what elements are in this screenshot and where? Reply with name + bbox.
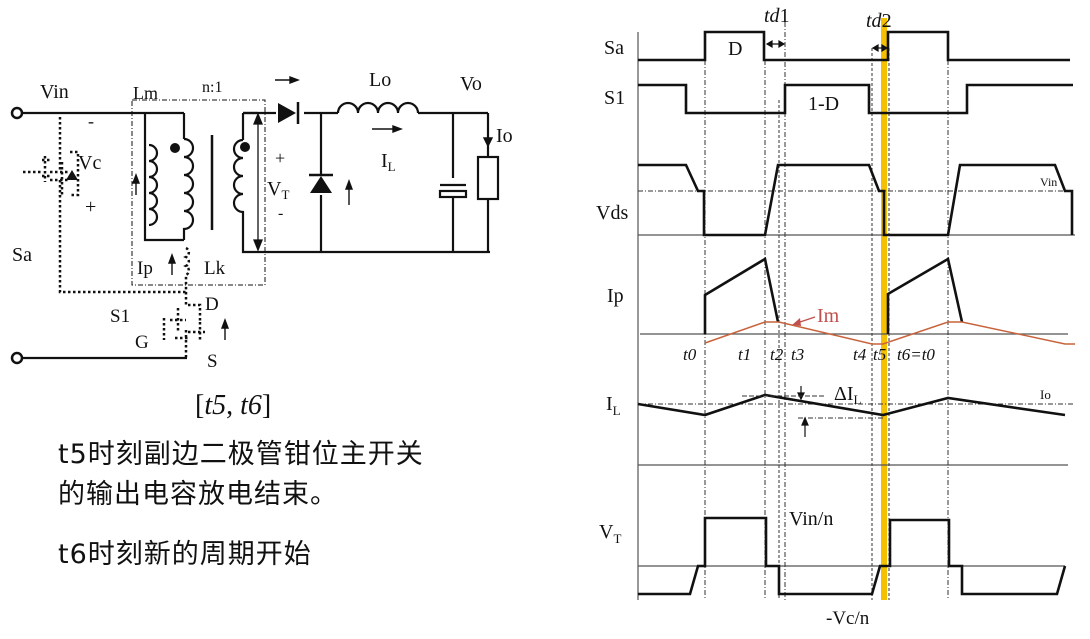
label-vc-plus: + <box>85 196 96 218</box>
time-marker-t0: t0 <box>683 345 697 364</box>
freewheel-diode <box>310 176 332 193</box>
signal-label-ip: Ip <box>607 285 624 307</box>
lm-coil <box>148 143 159 227</box>
lk-leakage-inductor <box>183 246 191 292</box>
label-vt-plus: + <box>275 148 285 168</box>
annotation-delta-il: ΔIL <box>834 383 862 407</box>
time-marker-t4: t4 <box>853 345 867 364</box>
label-source: S <box>207 351 218 372</box>
ip-trace-2 <box>886 256 964 334</box>
transformer-boundary-box <box>131 99 266 286</box>
annotation-duty-d: D <box>728 38 742 60</box>
main-switch-s1 <box>162 292 205 358</box>
aux-switch-sa <box>23 150 80 197</box>
annotation-vin: Vin <box>1040 175 1057 189</box>
vin-negative-terminal <box>10 351 24 365</box>
label-vc-minus: - <box>88 111 94 131</box>
vt-trace <box>638 516 1067 596</box>
label-io: Io <box>496 125 513 147</box>
ip-trace <box>703 256 780 334</box>
label-vt: VT <box>267 178 289 202</box>
vds-trace <box>638 163 1074 237</box>
primary-polarity-dot <box>170 143 180 153</box>
vin-positive-terminal <box>10 106 24 120</box>
time-marker-t6-eq-t0: t6=t0 <box>897 345 935 364</box>
label-il: IL <box>381 150 396 174</box>
label-s1: S1 <box>110 306 130 327</box>
label-lm: Lm <box>133 83 158 103</box>
time-marker-t5: t5 <box>873 345 886 364</box>
flyback-circuit-schematic: Vin Lm n:1 - Vc + Sa Ip Lk S1 G D S + VT… <box>10 69 513 372</box>
label-vin: Vin <box>40 81 69 103</box>
signal-label-il: IL <box>606 393 621 418</box>
t5-highlight-bar <box>881 18 887 600</box>
interval-label: [t5, t6] <box>195 390 272 421</box>
label-lk: Lk <box>204 258 226 279</box>
annotation-io: Io <box>1040 387 1051 402</box>
s1-trace <box>638 83 1073 115</box>
label-drain: D <box>205 294 219 315</box>
label-lo: Lo <box>369 69 391 91</box>
signal-label-s1: S1 <box>604 87 625 109</box>
time-marker-t2: t2 <box>770 345 784 364</box>
annotation-neg-vc-over-n: -Vc/n <box>826 608 870 629</box>
label-sa: Sa <box>12 244 32 266</box>
label-vo: Vo <box>460 73 482 95</box>
signal-label-vds: Vds <box>596 202 628 224</box>
label-ip: Ip <box>137 258 153 279</box>
il-trace <box>637 393 1066 417</box>
time-marker-t3: t3 <box>791 345 804 364</box>
label-vt-minus: - <box>278 205 283 222</box>
output-inductor-lo <box>336 101 420 114</box>
annotation-one-minus-d: 1-D <box>808 93 839 115</box>
annotation-td1: td1 <box>764 5 790 27</box>
rectifier-diode <box>278 103 296 123</box>
label-vc: Vc <box>78 152 101 174</box>
caption-line-2: 的输出电容放电结束。 <box>58 479 338 510</box>
im-magnetizing-current-curve <box>704 321 1075 345</box>
primary-winding <box>182 137 195 240</box>
caption-line-1: t5时刻副边二极管钳位主开关 <box>58 439 424 470</box>
magnetizing-inductor-branch <box>143 113 186 242</box>
annotation-td2: td2 <box>866 10 892 32</box>
label-gate: G <box>135 332 149 353</box>
secondary-polarity-dot <box>240 142 250 152</box>
annotation-im: Im <box>817 305 840 327</box>
signal-label-sa: Sa <box>604 37 624 59</box>
label-turns-ratio: n:1 <box>202 79 222 96</box>
sa-trace <box>638 30 1070 62</box>
time-marker-t1: t1 <box>738 345 751 364</box>
caption-line-3: t6时刻新的周期开始 <box>58 539 312 570</box>
signal-label-vt: VT <box>599 521 621 546</box>
clamp-loop <box>58 117 186 294</box>
annotation-vin-over-n: Vin/n <box>789 508 833 530</box>
